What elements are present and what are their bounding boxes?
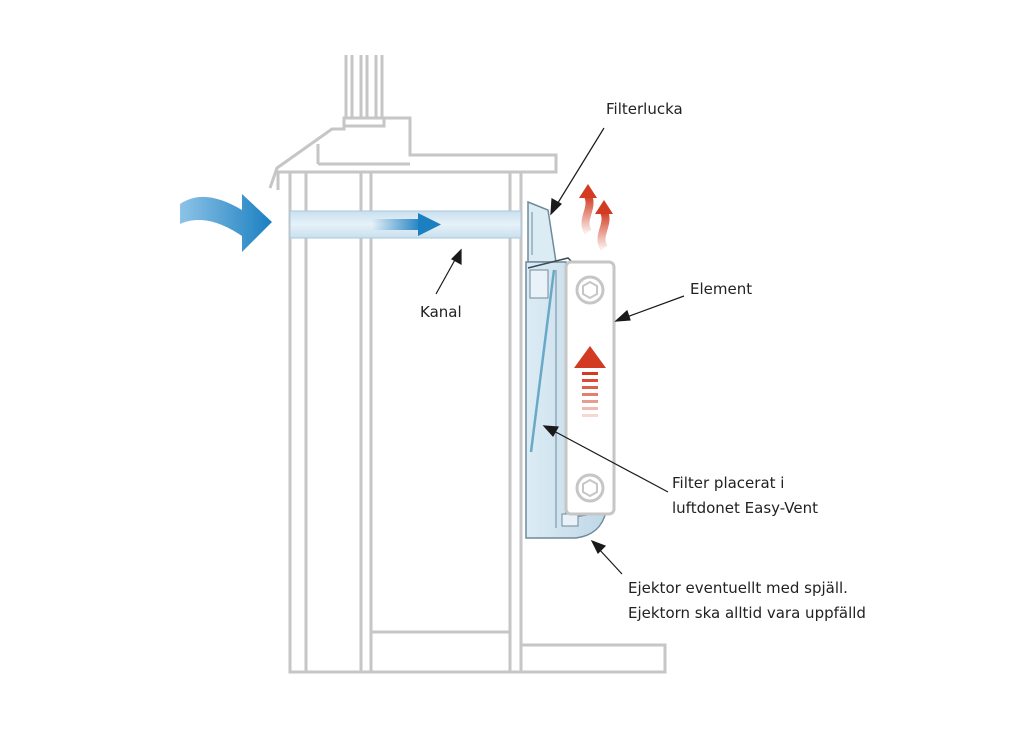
wavy-arrow-icon <box>180 194 272 252</box>
floor <box>521 643 667 674</box>
label-ejektor-line2: Ejektorn ska alltid vara uppfälld <box>628 604 866 622</box>
heat-rising-arrows <box>581 194 610 251</box>
wall-structure <box>268 55 667 674</box>
leader-lines <box>435 127 685 575</box>
filter-sheet <box>529 269 556 453</box>
label-filter-line1: Filter placerat i <box>672 474 785 492</box>
radiator-valve-bottom <box>575 473 605 503</box>
label-filterlucka: Filterlucka <box>606 100 683 118</box>
radiator-valve-top <box>575 275 605 305</box>
label-element: Element <box>690 280 753 298</box>
window-sill <box>268 116 558 190</box>
arrow-right-icon <box>372 213 441 236</box>
label-filter-line2: luftdonet Easy-Vent <box>672 499 819 517</box>
arrow-up-icon <box>574 346 606 417</box>
label-ejektor: Ejektor eventuellt med spjäll. Ejektorn … <box>628 576 866 626</box>
label-kanal: Kanal <box>420 303 462 321</box>
wall-frame <box>288 170 523 674</box>
label-filter: Filter placerat i luftdonet Easy-Vent <box>672 471 818 521</box>
label-ejektor-line1: Ejektor eventuellt med spjäll. <box>628 579 848 597</box>
pipes <box>342 55 386 128</box>
ejector <box>561 513 579 527</box>
channel-duct <box>289 210 522 239</box>
arrow-up-icon <box>579 184 613 214</box>
